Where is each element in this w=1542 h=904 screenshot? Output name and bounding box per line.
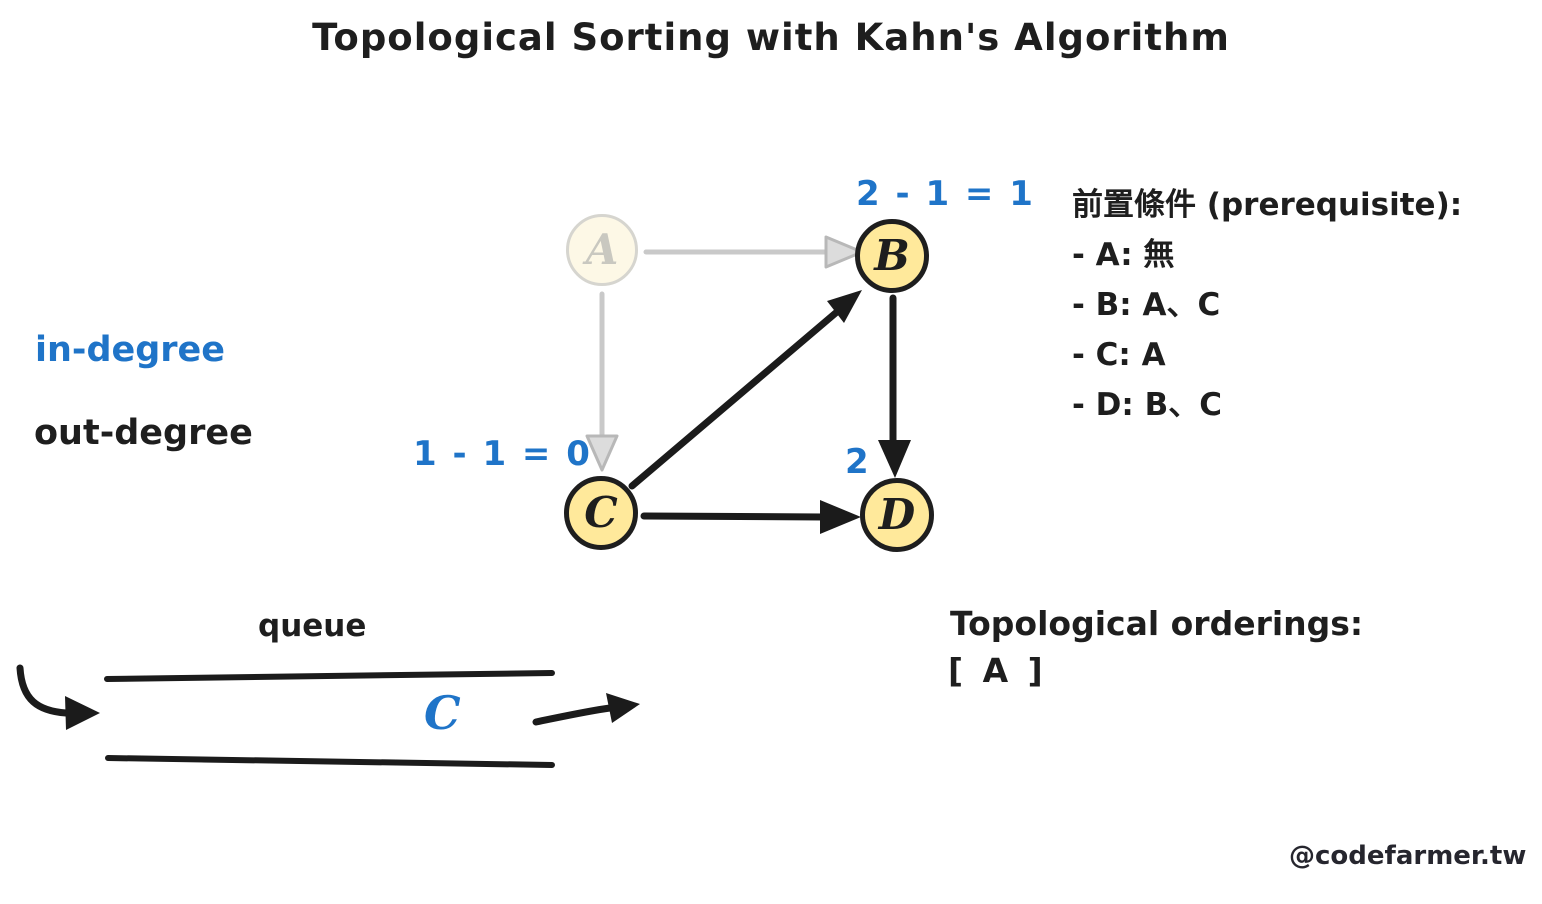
prerequisite-item: - D: B、C [1072,387,1222,423]
prerequisite-item: - A: 無 [1072,237,1175,273]
queue-in-arrow [16,664,70,717]
queue-top-line [104,670,555,682]
indegree-label-d: 2 [845,442,871,482]
node-c-label: C [584,488,618,537]
queue-label: queue [258,608,367,644]
diagram-title: Topological Sorting with Kahn's Algorith… [312,16,1230,59]
queue-bottom-line [105,755,555,768]
prerequisites-block: 前置條件 (prerequisite): - A: 無 - B: A、C - C… [1072,180,1462,430]
queue-item-c: C [424,686,461,740]
edge-c-b [628,307,842,490]
prerequisite-item: - C: A [1072,337,1166,373]
orderings-heading: Topological orderings: [950,604,1364,643]
arrowhead-c-d [820,500,861,534]
node-b: B [855,219,929,293]
queue-out-arrowhead [606,693,640,723]
out-degree-label: out-degree [34,413,253,453]
node-a-label: A [585,225,619,274]
queue-out-arrow [532,704,614,726]
node-d: D [860,478,934,552]
queue-in-arrowhead [65,696,100,730]
arrowhead-a-c [585,434,619,472]
in-degree-label: in-degree [35,330,226,370]
node-d-label: D [878,490,916,539]
watermark: @codefarmer.tw [1289,841,1527,871]
edge-c-d [640,512,828,521]
indegree-label-c: 1 - 1 = 0 [413,434,592,474]
node-a: A [566,214,638,286]
node-b-label: B [874,231,910,280]
prerequisites-heading: 前置條件 (prerequisite): [1072,187,1463,223]
arrowhead-b-d [878,440,911,478]
arrowhead-a-b [824,235,864,269]
arrowhead-c-b [827,290,862,323]
indegree-label-b: 2 - 1 = 1 [856,174,1035,214]
prerequisite-item: - B: A、C [1072,287,1221,323]
node-c: C [564,476,638,550]
orderings-value: [ A ] [948,651,1047,690]
